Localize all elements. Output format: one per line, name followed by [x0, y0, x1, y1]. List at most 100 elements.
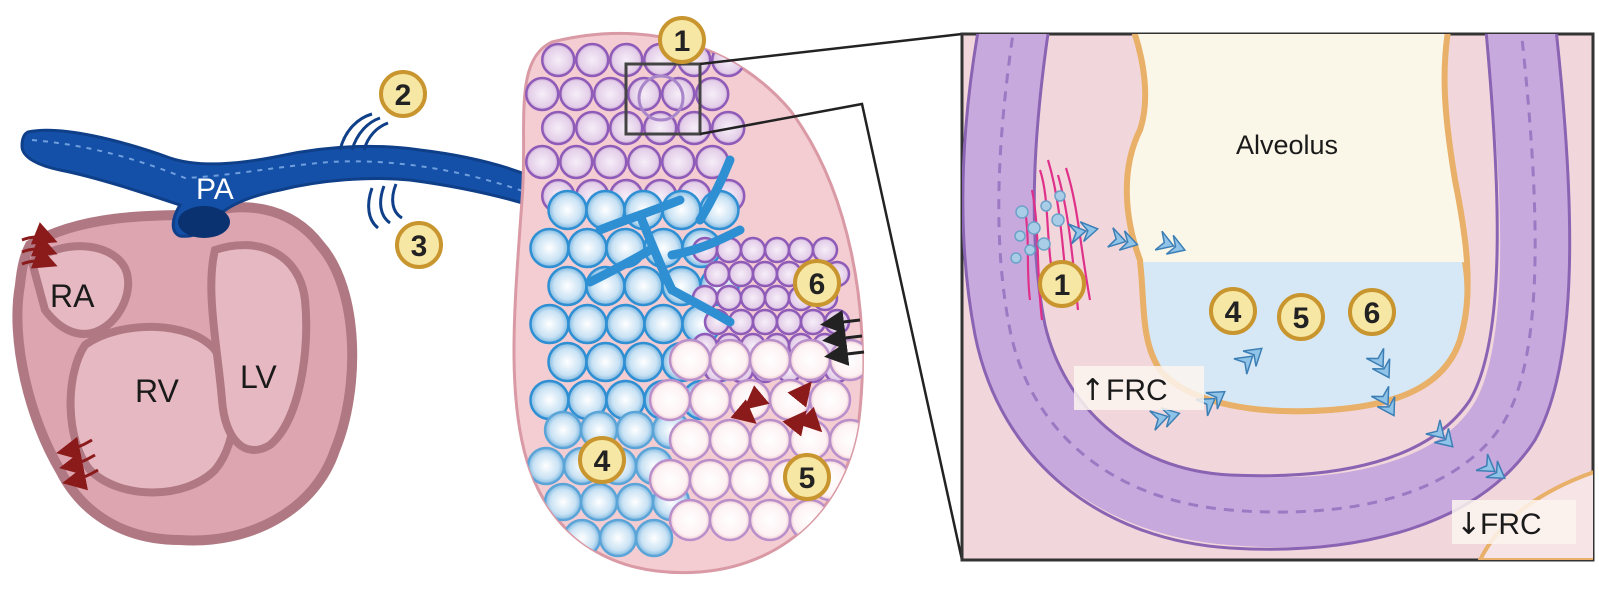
svg-text:3: 3 — [411, 230, 428, 263]
alveolus-cell — [750, 420, 790, 460]
alveolus-cell — [650, 380, 690, 420]
svg-text:1: 1 — [674, 25, 691, 58]
alveolus-cell — [765, 286, 789, 310]
alveolus-cell — [790, 340, 830, 380]
alveolus-cell — [710, 420, 750, 460]
alveolus-label: Alveolus — [1236, 130, 1338, 160]
alveolus-cell — [545, 484, 581, 520]
alveolus-cell — [530, 305, 568, 343]
svg-text:4: 4 — [1225, 296, 1242, 329]
alveolus-cell — [705, 262, 729, 286]
alveolus-cell — [606, 305, 644, 343]
alveolus-cell — [644, 305, 682, 343]
alveolus-cell — [548, 267, 586, 305]
alveolus-cell — [765, 238, 789, 262]
svg-text:5: 5 — [799, 462, 816, 495]
alveolus-cell — [650, 460, 690, 500]
marker-6-lung: 6 — [795, 261, 839, 305]
alveolus-cell — [600, 520, 636, 556]
frc-up-label: FRC — [1106, 374, 1168, 407]
svg-text:6: 6 — [1364, 297, 1381, 330]
alveolus-cell — [670, 420, 710, 460]
marker-5-inset: 5 — [1279, 295, 1323, 339]
alveolus-cell — [710, 340, 750, 380]
alveolus-cell — [730, 460, 770, 500]
alveolus-cell — [564, 520, 600, 556]
down-arrow-icon: ↓ — [1456, 507, 1481, 542]
alveolus-cell — [770, 380, 810, 420]
up-arrow-icon: ↑ — [1080, 373, 1105, 408]
alveolus-cell — [830, 420, 870, 460]
alveolus-cell — [830, 500, 870, 540]
alveolus-cell — [528, 448, 564, 484]
alveolus-cell — [730, 380, 770, 420]
svg-text:6: 6 — [809, 268, 826, 301]
alveolus-cell — [548, 343, 586, 381]
alveolus-cell — [750, 340, 790, 380]
marker-2: 2 — [381, 72, 425, 116]
pressure-arcs-bottom — [369, 184, 402, 228]
alveolus-cell — [678, 112, 710, 144]
alveolus-cell — [560, 78, 592, 110]
alveolus-cell — [617, 484, 653, 520]
lv-label: LV — [240, 359, 277, 395]
alveolus-cell — [545, 412, 581, 448]
ra-label: RA — [50, 278, 95, 314]
alveolus-cell — [729, 262, 753, 286]
alveolus-cell — [542, 112, 574, 144]
marker-6-inset: 6 — [1350, 290, 1394, 334]
alveolus-cell — [526, 146, 558, 178]
alveolus-cell — [813, 238, 837, 262]
alveolus-cell — [628, 146, 660, 178]
pa-root — [178, 206, 230, 238]
rv-chamber — [71, 327, 234, 493]
alveolus-cell — [624, 343, 662, 381]
alveolus-cell — [568, 305, 606, 343]
alveolus-cell — [560, 146, 592, 178]
alveolus-cell — [624, 267, 662, 305]
alveolus-cell — [581, 484, 617, 520]
alveolus-cell — [528, 520, 564, 556]
pa-label: PA — [196, 173, 234, 206]
alveolus-cell — [662, 146, 694, 178]
svg-text:2: 2 — [395, 79, 412, 112]
alveolus-cell — [690, 380, 730, 420]
alveolus-cell — [576, 112, 608, 144]
alveolus-cell — [670, 340, 710, 380]
alveolus-cell — [594, 78, 626, 110]
marker-5-lung: 5 — [785, 455, 829, 499]
alveolus-cell — [741, 286, 765, 310]
heart: RA RV LV — [17, 207, 352, 540]
lv-chamber — [211, 245, 306, 450]
svg-text:5: 5 — [1293, 302, 1310, 335]
svg-text:4: 4 — [594, 445, 611, 478]
alveolus-cell — [586, 343, 624, 381]
pressure-arcs-top — [340, 114, 388, 150]
alveolus-cell — [636, 520, 672, 556]
rv-label: RV — [135, 373, 180, 409]
marker-3: 3 — [397, 223, 441, 267]
marker-1-lung: 1 — [660, 18, 704, 62]
alveolus-cell — [753, 262, 777, 286]
alveolus-cell — [594, 146, 626, 178]
alveolus-cell — [530, 229, 568, 267]
alveolus-cell — [801, 310, 825, 334]
alveolus-cell — [789, 238, 813, 262]
alveolus-cell — [810, 380, 850, 420]
alveolus-cell — [542, 44, 574, 76]
alveolus-cell — [753, 310, 777, 334]
alveolus-cell — [717, 286, 741, 310]
marker-4-inset: 4 — [1211, 289, 1255, 333]
alveolus-cell — [576, 44, 608, 76]
alveolus-cell — [750, 500, 790, 540]
frc-down-label: FRC — [1480, 508, 1542, 541]
alveolus-cell — [670, 500, 710, 540]
alveolus-cell — [568, 229, 606, 267]
marker-1-inset: 1 — [1040, 262, 1084, 306]
alveolus-cell — [710, 500, 750, 540]
alveolus-cell — [548, 191, 586, 229]
svg-text:1: 1 — [1054, 269, 1071, 302]
alveolus-cell — [617, 412, 653, 448]
alveolus-cell — [690, 460, 730, 500]
